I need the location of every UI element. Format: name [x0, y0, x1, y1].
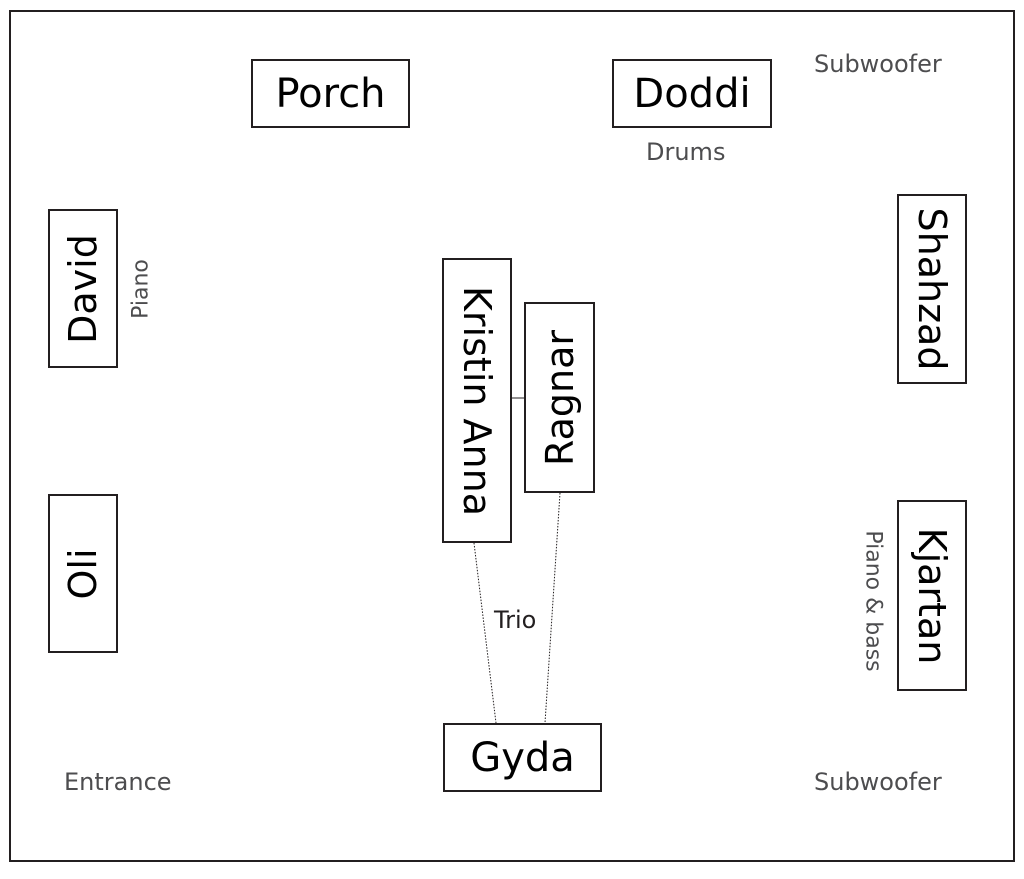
kristin-anna-label: Kristin Anna — [455, 285, 499, 516]
subwoofer-top-label: Subwoofer — [814, 50, 942, 78]
porch-box: Porch — [251, 59, 410, 128]
shahzad-label: Shahzad — [910, 207, 954, 371]
gyda-label: Gyda — [470, 734, 575, 781]
shahzad-box: Shahzad — [897, 194, 967, 384]
david-label: David — [61, 233, 105, 344]
piano-bass-label: Piano & bass — [860, 530, 886, 672]
drums-label: Drums — [646, 138, 726, 166]
ragnar-box: Ragnar — [524, 302, 595, 493]
porch-label: Porch — [275, 70, 386, 117]
oli-label: Oli — [61, 547, 105, 600]
oli-box: Oli — [48, 494, 118, 653]
stage-floor-plan — [9, 10, 1015, 862]
kristin-anna-box: Kristin Anna — [442, 258, 512, 543]
ragnar-label: Ragnar — [537, 329, 582, 466]
gyda-box: Gyda — [443, 723, 602, 792]
kjartan-label: Kjartan — [910, 527, 954, 664]
trio-label: Trio — [494, 606, 537, 634]
subwoofer-bottom-label: Subwoofer — [814, 768, 942, 796]
piano-label: Piano — [128, 259, 154, 319]
doddi-label: Doddi — [633, 70, 751, 117]
david-box: David — [48, 209, 118, 368]
entrance-label: Entrance — [64, 768, 172, 796]
kjartan-box: Kjartan — [897, 500, 967, 691]
doddi-box: Doddi — [612, 59, 772, 128]
